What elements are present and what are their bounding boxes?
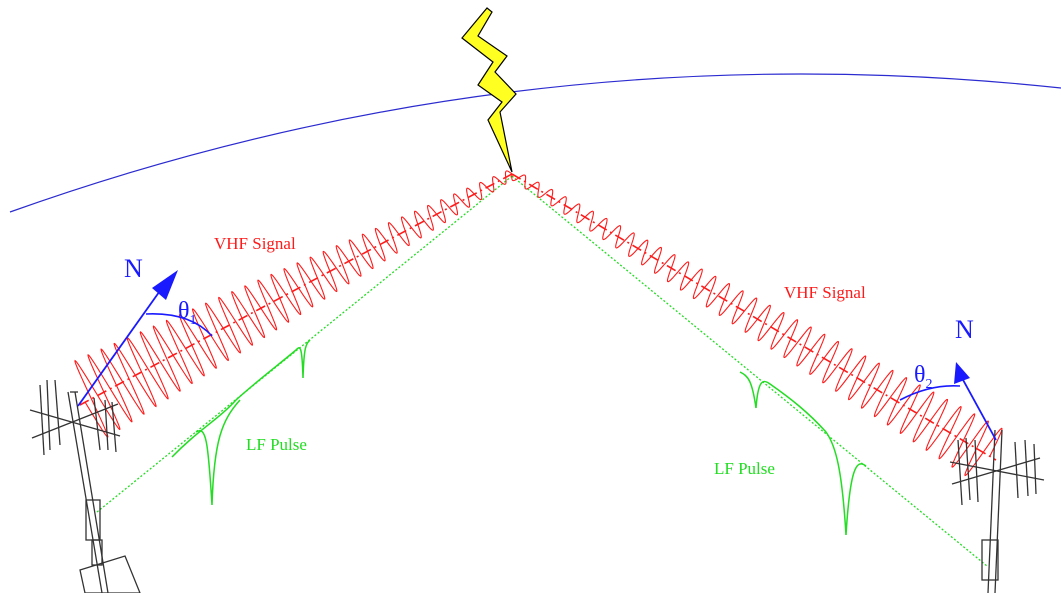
theta-label-left: θ1 [178,298,197,328]
vhf-label-right: VHF Signal [784,283,866,302]
lf-pulse-left-spike [195,399,241,506]
north-label-left: N [124,254,143,283]
north-arrow-left [77,270,178,407]
theta-label-right: θ2 [914,362,933,392]
vhf-axis-left [77,173,513,407]
lf-pulse-right [739,371,867,536]
vhf-wave-left [74,170,513,438]
vhf-label-left: VHF Signal [214,234,296,253]
lf-label-right: LF Pulse [714,459,775,478]
north-label-right: N [955,315,974,344]
horizon-arc [9,73,1061,213]
lightning-bolt-icon [461,7,517,173]
antenna-tower-right [949,429,1045,593]
lf-path-left [96,175,513,513]
antenna-tower-left [29,379,141,593]
north-arrow-right [954,362,997,441]
lf-pulse-left [171,339,311,458]
lf-path-right [511,175,988,567]
vhf-axis-right [511,173,997,461]
angle-arc-left [145,313,213,337]
lf-label-left: LF Pulse [246,435,307,454]
angle-arc-right [899,384,961,401]
vhf-wave-right [511,173,1003,477]
